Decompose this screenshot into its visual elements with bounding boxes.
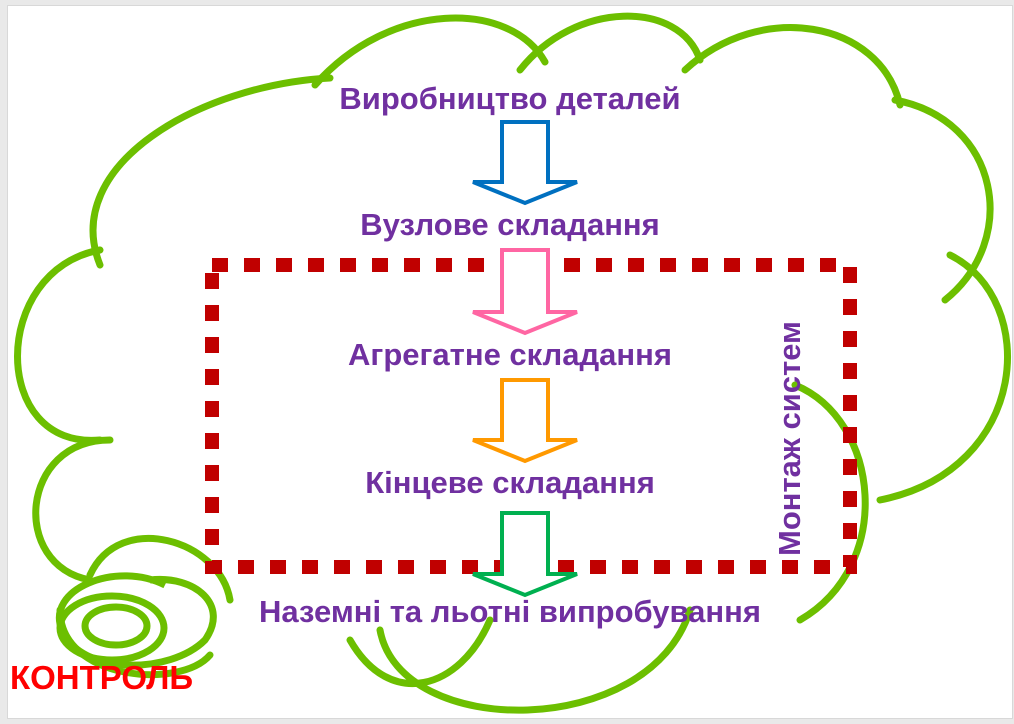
control-label: КОНТРОЛЬ (10, 659, 194, 696)
systems-installation-label: Монтаж систем (772, 321, 807, 556)
control-swirl-icon (56, 572, 217, 669)
step-final-assembly: Кінцеве складання (365, 465, 655, 500)
arrow-orange-icon (472, 378, 578, 464)
arrow-green-icon (472, 511, 578, 598)
arrow-pink-icon (472, 248, 578, 336)
step-parts-production: Виробництво деталей (339, 81, 681, 116)
arrow-blue-icon (472, 120, 578, 206)
step-unit-assembly: Вузлове складання (360, 207, 660, 242)
step-ground-flight-tests: Наземні та льотні випробування (259, 594, 761, 629)
cloud-shape (14, 12, 1011, 714)
step-aggregate-assembly: Агрегатне складання (348, 337, 672, 372)
